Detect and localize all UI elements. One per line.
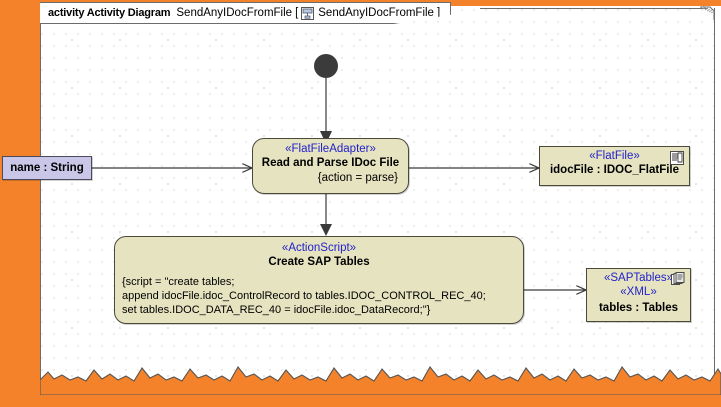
- create-sap-tables-script-line-3: set tables.IDOC_DATA_REC_40 = idocFile.i…: [122, 304, 431, 316]
- torn-paper-edge: [40, 366, 721, 395]
- object-node-stereotype: «FlatFile»: [589, 150, 640, 162]
- create-sap-tables-script-line-1: {script = "create tables;: [122, 276, 235, 288]
- action-node-title: Read and Parse IDoc File: [261, 157, 400, 169]
- activity-parameter-label: name : String: [10, 162, 84, 174]
- action-node-property: {action = parse}: [317, 172, 398, 184]
- activity-diagram-icon: [301, 6, 315, 20]
- object-node-idocfile[interactable]: «FlatFile» idocFile : IDOC_FlatFile: [539, 146, 690, 186]
- diagram-frame-right-border: [714, 8, 715, 380]
- diagram-frame-top-border: [480, 8, 708, 9]
- object-node-title: idocFile : IDOC_FlatFile: [549, 164, 680, 176]
- corner-fold-icon: [700, 5, 715, 20]
- tables-stereotype-2: «XML»: [620, 286, 657, 298]
- document-icon: [670, 151, 684, 165]
- diagram-frame-left-border: [40, 6, 41, 380]
- bracket-open: [: [295, 7, 299, 19]
- create-sap-tables-title: Create SAP Tables: [268, 256, 370, 268]
- create-sap-tables-stereotype: «ActionScript»: [281, 242, 357, 254]
- bracket-close: ]: [436, 7, 441, 19]
- diagram-name: SendAnyIDocFromFile: [176, 7, 293, 19]
- diagram-canvas[interactable]: [40, 6, 721, 385]
- action-node-read-and-parse-idoc-file[interactable]: «FlatFileAdapter» Read and Parse IDoc Fi…: [252, 138, 409, 194]
- object-node-tables[interactable]: «SAPTables» «XML» tables : Tables: [586, 268, 691, 322]
- diagram-keyword: activity Activity Diagram: [48, 7, 171, 19]
- tables-stereotype-1: «SAPTables»: [603, 272, 674, 284]
- diagram-title-tab[interactable]: activity Activity Diagram SendAnyIDocFro…: [40, 2, 452, 24]
- diagram-bracket-name: SendAnyIDocFromFile: [318, 7, 434, 19]
- multi-document-icon: [671, 272, 685, 285]
- tables-title: tables : Tables: [598, 302, 679, 314]
- action-node-stereotype: «FlatFileAdapter»: [285, 143, 376, 155]
- initial-node[interactable]: [314, 54, 338, 78]
- activity-parameter-node-name[interactable]: name : String: [2, 156, 92, 180]
- create-sap-tables-script-line-2: append idocFile.idoc_ControlRecord to ta…: [122, 290, 486, 302]
- action-node-create-sap-tables[interactable]: «ActionScript» Create SAP Tables {script…: [114, 236, 524, 324]
